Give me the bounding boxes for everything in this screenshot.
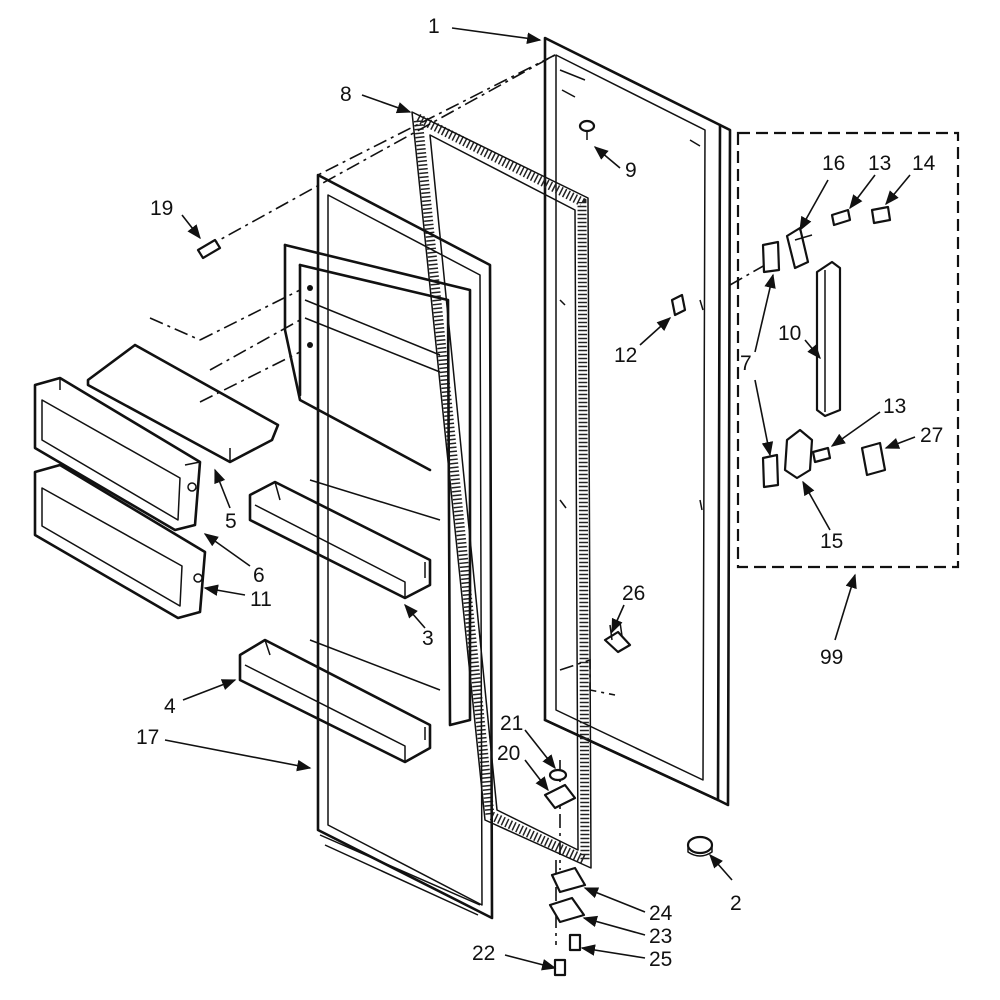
callout-5: 5 <box>225 510 237 533</box>
callout-7: 7 <box>740 352 752 375</box>
dairy-door-shelf <box>86 343 280 464</box>
callout-19: 19 <box>150 197 173 220</box>
callout-4: 4 <box>164 695 176 718</box>
callout-3: 3 <box>422 627 434 650</box>
callout-26: 26 <box>622 582 645 605</box>
callout-16: 16 <box>822 152 845 175</box>
door-bin-upper <box>248 480 432 600</box>
callout-22: 22 <box>472 942 495 965</box>
callout-labels: 1 8 9 19 12 5 6 11 3 4 17 26 21 20 2 24 … <box>136 15 943 971</box>
callout-8: 8 <box>340 83 352 106</box>
callout-1: 1 <box>428 15 440 38</box>
callout-17: 17 <box>136 726 159 749</box>
dairy-door-lower <box>33 463 207 620</box>
callout-13-upper: 13 <box>868 152 891 175</box>
small-hardware <box>196 119 714 977</box>
handle-kit-box <box>736 131 960 569</box>
door-bin-lower <box>238 638 432 764</box>
callout-leader-lines <box>164 27 916 971</box>
callout-21: 21 <box>500 712 523 735</box>
assembly-guide-lines <box>149 54 766 945</box>
callout-99: 99 <box>820 646 843 669</box>
callout-2: 2 <box>730 892 742 915</box>
callout-25: 25 <box>649 948 672 971</box>
callout-15: 15 <box>820 530 843 553</box>
dairy-compartment-door <box>33 376 202 532</box>
callout-6: 6 <box>253 564 265 587</box>
callout-27: 27 <box>920 424 943 447</box>
callout-11: 11 <box>250 588 272 611</box>
callout-13-lower: 13 <box>883 395 906 418</box>
inner-door-liner <box>283 173 494 920</box>
outer-door-panel <box>543 36 732 807</box>
callout-14: 14 <box>912 152 936 175</box>
callout-20: 20 <box>497 742 520 765</box>
callout-12: 12 <box>614 344 637 367</box>
door-gasket <box>411 111 592 869</box>
callout-23: 23 <box>649 925 672 948</box>
callout-10: 10 <box>778 322 801 345</box>
callout-24: 24 <box>649 902 673 925</box>
callout-9: 9 <box>625 159 637 182</box>
